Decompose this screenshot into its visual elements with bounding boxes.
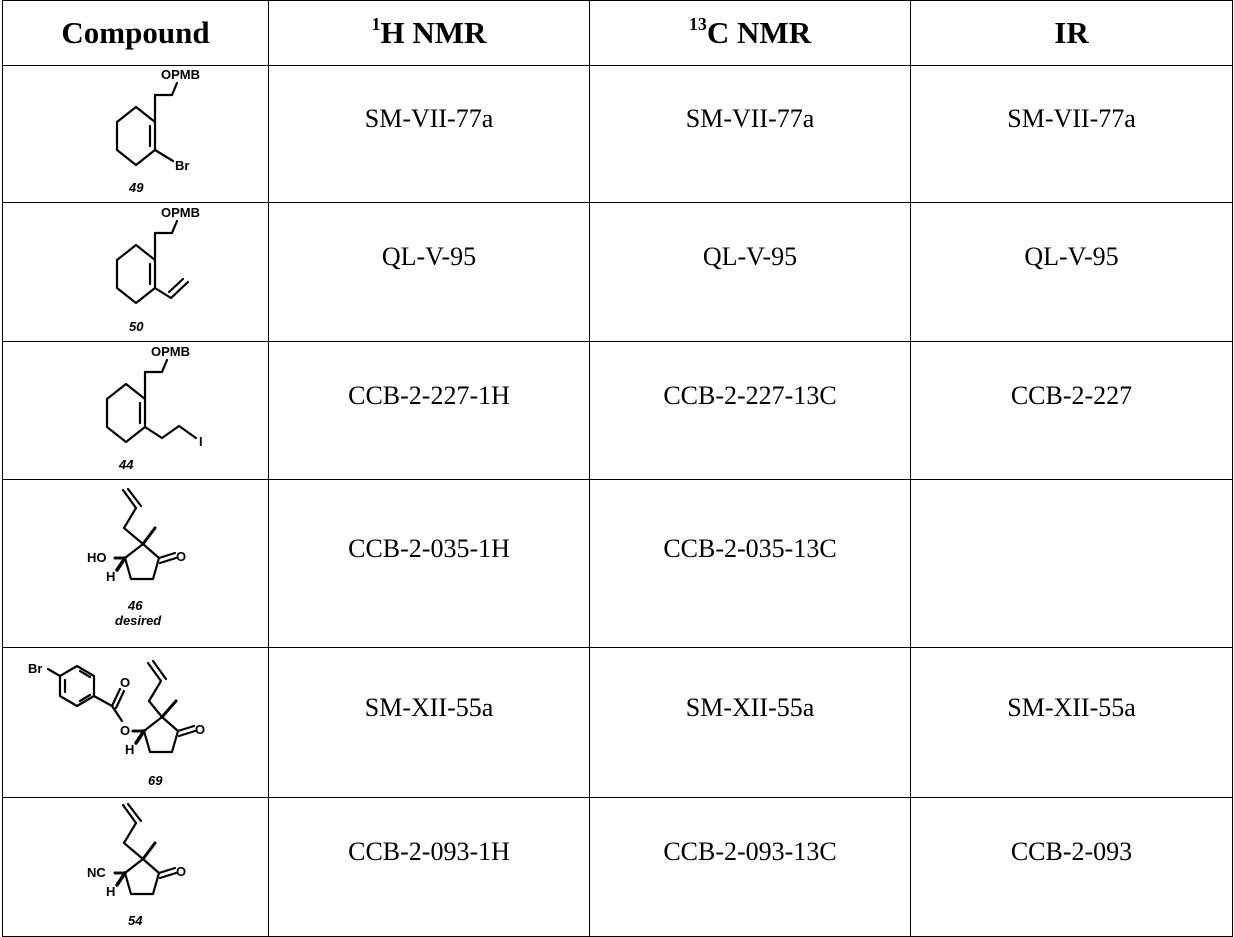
header-h-nmr-superscript: 1	[371, 14, 381, 34]
structure-46: O HO H 46 desired	[87, 487, 186, 628]
atom-label: OPMB	[161, 67, 200, 82]
header-row: Compound 1H NMR 13C NMR IR	[2, 0, 1233, 66]
h-nmr-cell: CCB-2-093-1H	[268, 797, 590, 937]
header-c-nmr: 13C NMR	[589, 0, 911, 66]
ir-cell: CCB-2-227	[910, 341, 1233, 480]
structure-49: OPMB Br 49	[115, 67, 200, 195]
header-c-nmr-superscript: 13	[688, 14, 707, 34]
compound-structure-cell: Br O O	[2, 647, 269, 798]
header-c-nmr-label: C NMR	[706, 15, 812, 50]
header-ir: IR	[910, 0, 1233, 66]
atom-label: HO	[87, 550, 107, 565]
table-row: OPMB Br 49 SM-VII-77a SM-VII-77a SM-VII-…	[2, 65, 1233, 203]
compound-number: 54	[128, 913, 143, 928]
c-nmr-cell: CCB-2-035-13C	[589, 479, 911, 648]
header-compound: Compound	[2, 0, 269, 66]
ir-cell: SM-XII-55a	[910, 647, 1233, 798]
header-h-nmr-label: H NMR	[380, 15, 487, 50]
atom-label: Br	[28, 661, 42, 676]
h-nmr-cell: SM-XII-55a	[268, 647, 590, 798]
compound-number: 69	[148, 773, 163, 788]
structure-50: OPMB 50	[115, 205, 200, 334]
ir-cell: CCB-2-093	[910, 797, 1233, 937]
atom-label: O	[120, 675, 130, 690]
compound-number: 46	[127, 598, 143, 613]
c-nmr-cell: CCB-2-227-13C	[589, 341, 911, 480]
table-row: O HO H 46 desired CCB-2-035-1H CCB-2-035…	[2, 479, 1233, 648]
compound-structure-cell: O NC H 54	[2, 797, 269, 937]
ir-cell: SM-VII-77a	[910, 65, 1233, 203]
compound-structure-cell: OPMB I 44	[2, 341, 269, 480]
h-nmr-cell: CCB-2-227-1H	[268, 341, 590, 480]
c-nmr-cell: QL-V-95	[589, 202, 911, 342]
atom-label: NC	[87, 865, 106, 880]
h-nmr-cell: CCB-2-035-1H	[268, 479, 590, 648]
compound-structure-cell: OPMB 50	[2, 202, 269, 342]
atom-label: O	[176, 549, 186, 564]
structure-69: Br O O	[28, 659, 205, 788]
c-nmr-cell: CCB-2-093-13C	[589, 797, 911, 937]
atom-label: H	[106, 569, 115, 584]
table-row: OPMB 50 QL-V-95 QL-V-95 QL-V-95	[2, 202, 1233, 342]
header-h-nmr: 1H NMR	[268, 0, 590, 66]
h-nmr-cell: SM-VII-77a	[268, 65, 590, 203]
compound-number: 50	[129, 319, 144, 334]
ir-cell	[910, 479, 1233, 648]
atom-label: H	[125, 742, 134, 757]
c-nmr-cell: SM-XII-55a	[589, 647, 911, 798]
table-row: Br O O	[2, 647, 1233, 798]
atom-label: O	[176, 864, 186, 879]
atom-label: OPMB	[151, 344, 190, 359]
compound-number: 44	[118, 457, 134, 472]
atom-label: O	[120, 723, 130, 738]
table-row: OPMB I 44 CCB-2-227-1H CCB-2-227-13C CCB…	[2, 341, 1233, 480]
structure-54: O NC H 54	[87, 802, 186, 928]
compound-number: 49	[128, 180, 144, 195]
table-row: O NC H 54 CCB-2-093-1H CCB-2-093-13C CCB…	[2, 797, 1233, 937]
h-nmr-cell: QL-V-95	[268, 202, 590, 342]
atom-label: H	[106, 884, 115, 899]
ir-cell: QL-V-95	[910, 202, 1233, 342]
c-nmr-cell: SM-VII-77a	[589, 65, 911, 203]
atom-label: Br	[175, 158, 189, 173]
compound-structure-cell: OPMB Br 49	[2, 65, 269, 203]
atom-label: O	[195, 722, 205, 737]
compound-note: desired	[115, 613, 162, 628]
compound-structure-cell: O HO H 46 desired	[2, 479, 269, 648]
atom-label: OPMB	[161, 205, 200, 220]
structure-44: OPMB I 44	[105, 344, 203, 472]
atom-label: I	[199, 434, 203, 449]
